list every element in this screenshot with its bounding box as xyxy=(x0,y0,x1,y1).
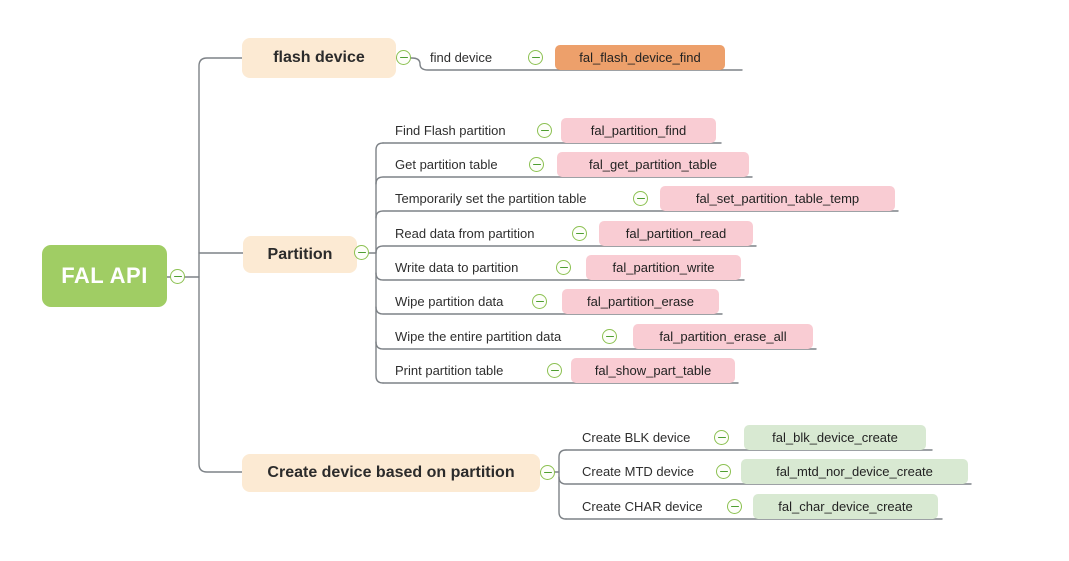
code-topic[interactable]: fal_partition_erase xyxy=(562,289,719,314)
subtopic-label[interactable]: Find Flash partition xyxy=(395,123,506,138)
code-topic[interactable]: fal_partition_read xyxy=(599,221,753,246)
code-topic[interactable]: fal_partition_erase_all xyxy=(633,324,813,349)
subtopic-find-device[interactable]: find device xyxy=(430,50,493,65)
collapse-icon[interactable] xyxy=(716,464,731,479)
collapse-icon[interactable] xyxy=(540,465,555,480)
subtopic-label[interactable]: Print partition table xyxy=(395,363,504,378)
code-topic[interactable]: fal_blk_device_create xyxy=(744,425,926,450)
collapse-icon[interactable] xyxy=(170,269,185,284)
collapse-icon[interactable] xyxy=(727,499,742,514)
code-topic[interactable]: fal_flash_device_find xyxy=(555,45,725,70)
collapse-icon[interactable] xyxy=(396,50,411,65)
branch-topic-partition[interactable]: Partition xyxy=(243,236,357,273)
subtopic-label[interactable]: Create BLK device xyxy=(582,430,691,445)
collapse-icon[interactable] xyxy=(602,329,617,344)
subtopic-label[interactable]: Create CHAR device xyxy=(582,499,703,514)
subtopic-label[interactable]: Temporarily set the partition table xyxy=(395,191,587,206)
code-topic[interactable]: fal_show_part_table xyxy=(571,358,735,383)
collapse-icon[interactable] xyxy=(532,294,547,309)
code-topic[interactable]: fal_char_device_create xyxy=(753,494,938,519)
collapse-icon[interactable] xyxy=(714,430,729,445)
collapse-icon[interactable] xyxy=(354,245,369,260)
subtopic-label[interactable]: Read data from partition xyxy=(395,226,535,241)
collapse-icon[interactable] xyxy=(547,363,562,378)
branch-topic-flash-device[interactable]: flash device xyxy=(242,38,396,78)
collapse-icon[interactable] xyxy=(537,123,552,138)
code-topic[interactable]: fal_partition_find xyxy=(561,118,716,143)
code-topic[interactable]: fal_mtd_nor_device_create xyxy=(741,459,968,484)
root-topic-fal-api[interactable]: FAL API xyxy=(42,245,167,307)
code-topic[interactable]: fal_set_partition_table_temp xyxy=(660,186,895,211)
subtopic-label[interactable]: Wipe the entire partition data xyxy=(395,329,562,344)
code-topic[interactable]: fal_partition_write xyxy=(586,255,741,280)
collapse-icon[interactable] xyxy=(556,260,571,275)
collapse-icon[interactable] xyxy=(529,157,544,172)
collapse-icon[interactable] xyxy=(572,226,587,241)
collapse-icon[interactable] xyxy=(633,191,648,206)
subtopic-label[interactable]: Create MTD device xyxy=(582,464,694,479)
subtopic-label[interactable]: Write data to partition xyxy=(395,260,519,275)
code-topic[interactable]: fal_get_partition_table xyxy=(557,152,749,177)
collapse-icon[interactable] xyxy=(528,50,543,65)
subtopic-label[interactable]: Get partition table xyxy=(395,157,498,172)
branch-topic-create-device[interactable]: Create device based on partition xyxy=(242,454,540,492)
subtopic-label[interactable]: Wipe partition data xyxy=(395,294,504,309)
